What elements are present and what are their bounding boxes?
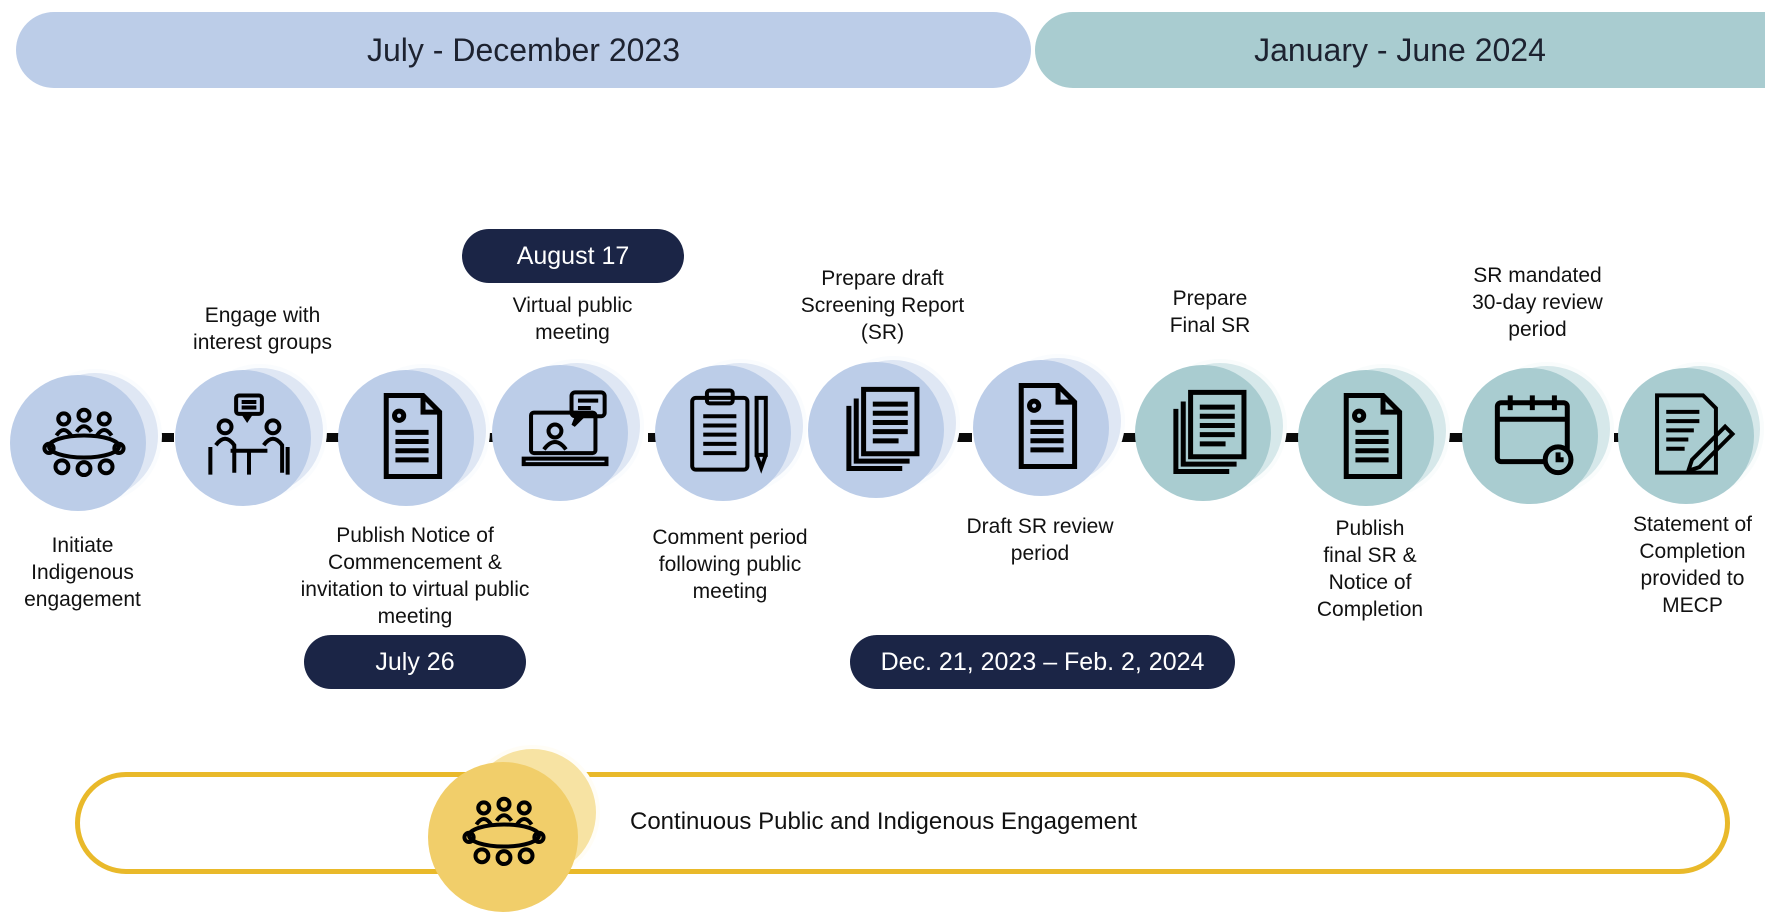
documents-stack-icon [1163,385,1255,477]
stage-circle [175,370,311,506]
date-pill-july: July 26 [304,635,526,689]
engagement-label: Continuous Public and Indigenous Engagem… [630,808,1138,835]
stage-statement-of-completion [1618,362,1765,518]
clipboard-pen-icon [683,385,775,477]
stage-comment-period [655,359,807,515]
stage-label: Publish final SR & Notice of Completion [1316,517,1424,621]
document-edit-icon [1646,388,1738,480]
stage-initiate-indigenous-engagement [10,369,162,525]
date-label: Dec. 21, 2023 – Feb. 2, 2024 [880,647,1205,676]
stage-engage-interest-groups [175,364,327,520]
stage-prepare-draft-sr [808,356,960,512]
stage-label: Comment period following public meeting [652,526,808,603]
stage-circle [10,375,146,511]
stage-label: Engage with interest groups [193,304,332,354]
stage-label: Virtual public meeting [512,294,633,344]
date-label: August 17 [516,241,630,270]
stage-draft-sr-review [973,354,1125,510]
laptop-chat-icon [520,385,612,477]
date-pill-august: August 17 [462,229,684,283]
stage-label: SR mandated 30-day review period [1472,264,1603,341]
engagement-band [75,772,1730,874]
document-icon [1326,390,1418,482]
stage-label: Publish Notice of Commencement & invitat… [300,524,530,628]
document-icon [1001,380,1093,472]
period-label: January - June 2024 [1254,31,1546,68]
stage-circle [1298,370,1434,506]
stage-publish-final-sr [1298,364,1450,520]
stage-label: Initiate Indigenous engagement [24,534,141,611]
stage-publish-notice-commencement [338,364,490,520]
calendar-clock-icon [1490,388,1582,480]
stage-label: Statement of Completion provided to MECP [1632,513,1753,617]
stage-label: Prepare Final SR [1169,287,1251,337]
engagement-circle [428,762,578,912]
meeting-table-icon [458,784,550,876]
period-band-2024: January - June 2024 [1035,12,1765,88]
period-label: July - December 2023 [366,31,681,68]
stage-prepare-final-sr [1135,359,1287,515]
document-icon [366,390,458,482]
stage-sr-mandated-review [1462,362,1614,518]
stage-circle [1462,368,1598,504]
stage-label: Prepare draft Screening Report (SR) [800,267,965,344]
period-band-2023: July - December 2023 [16,12,1031,88]
stage-virtual-public-meeting [492,359,644,515]
meeting-table-icon [38,395,130,487]
stage-label: Draft SR review period [966,515,1114,565]
stage-circle [338,370,474,506]
documents-stack-icon [836,382,928,474]
discussion-icon [203,390,295,482]
stage-circle [973,360,1109,496]
date-label: July 26 [375,647,455,676]
date-pill-review-period: Dec. 21, 2023 – Feb. 2, 2024 [850,635,1235,689]
